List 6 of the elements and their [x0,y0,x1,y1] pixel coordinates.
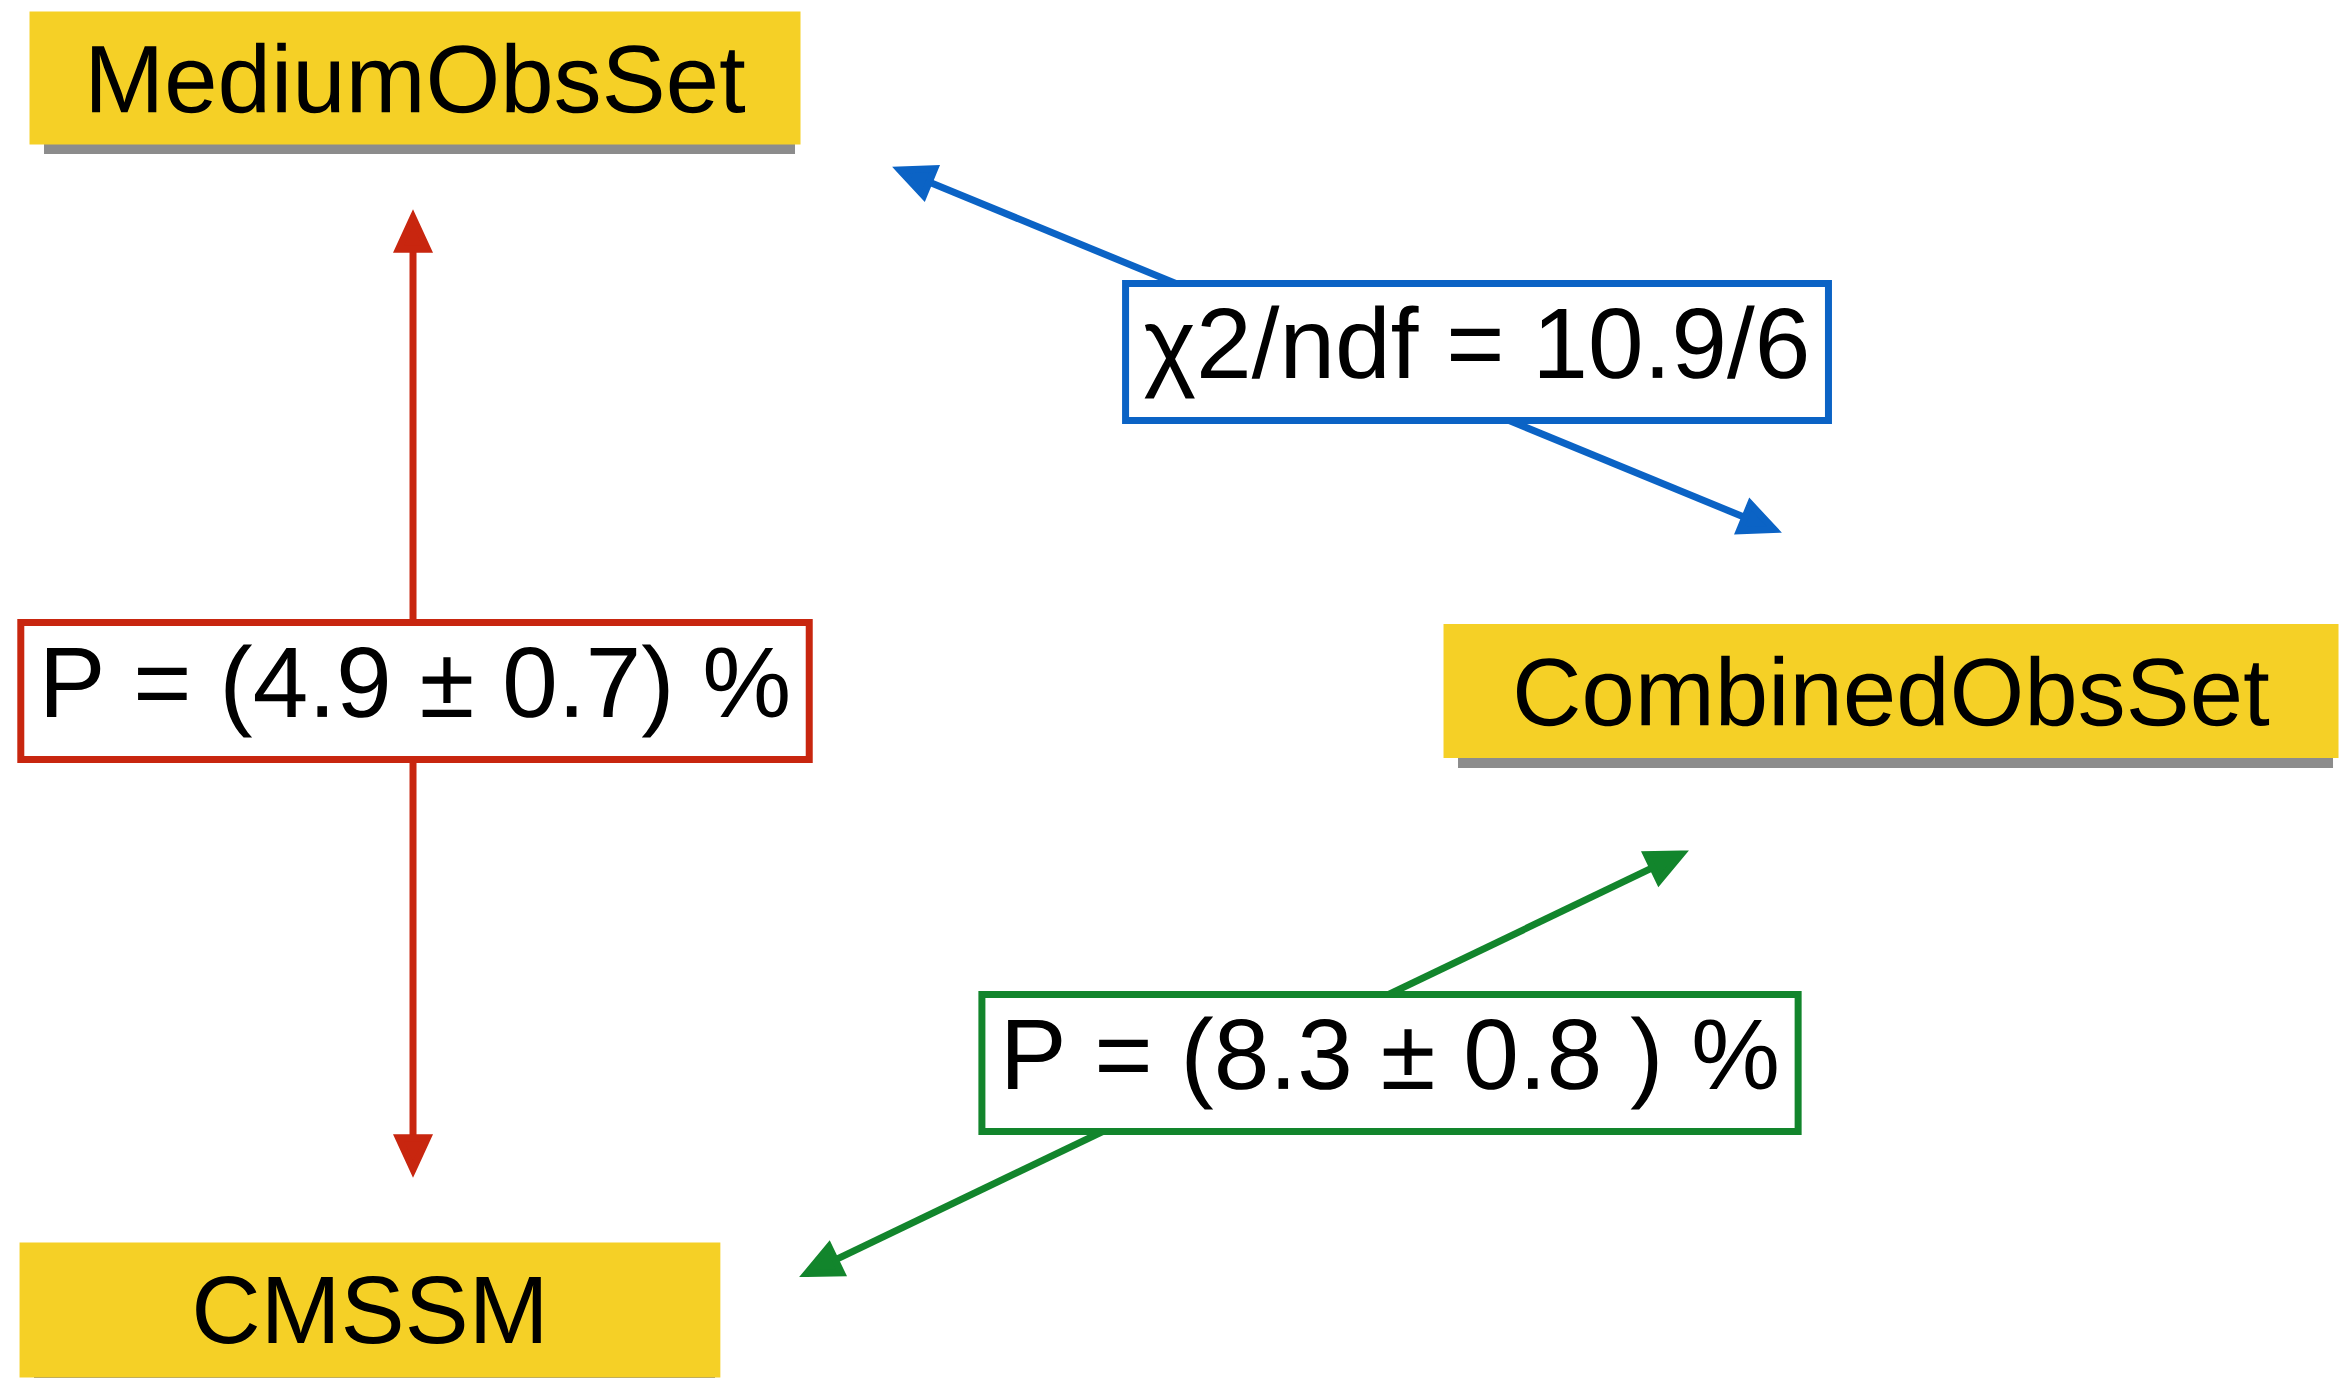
edge-label: χ2/ndf = 10.9/6 [1122,279,1832,425]
edge-label: P = (4.9 ± 0.7) % [17,618,813,764]
label-box: CombinedObsSet [1443,624,2339,768]
edge-label: P = (8.3 ± 0.8 ) % [978,990,1802,1136]
label-box: MediumObsSet [29,11,801,154]
label-box: CMSSM [19,1242,721,1378]
